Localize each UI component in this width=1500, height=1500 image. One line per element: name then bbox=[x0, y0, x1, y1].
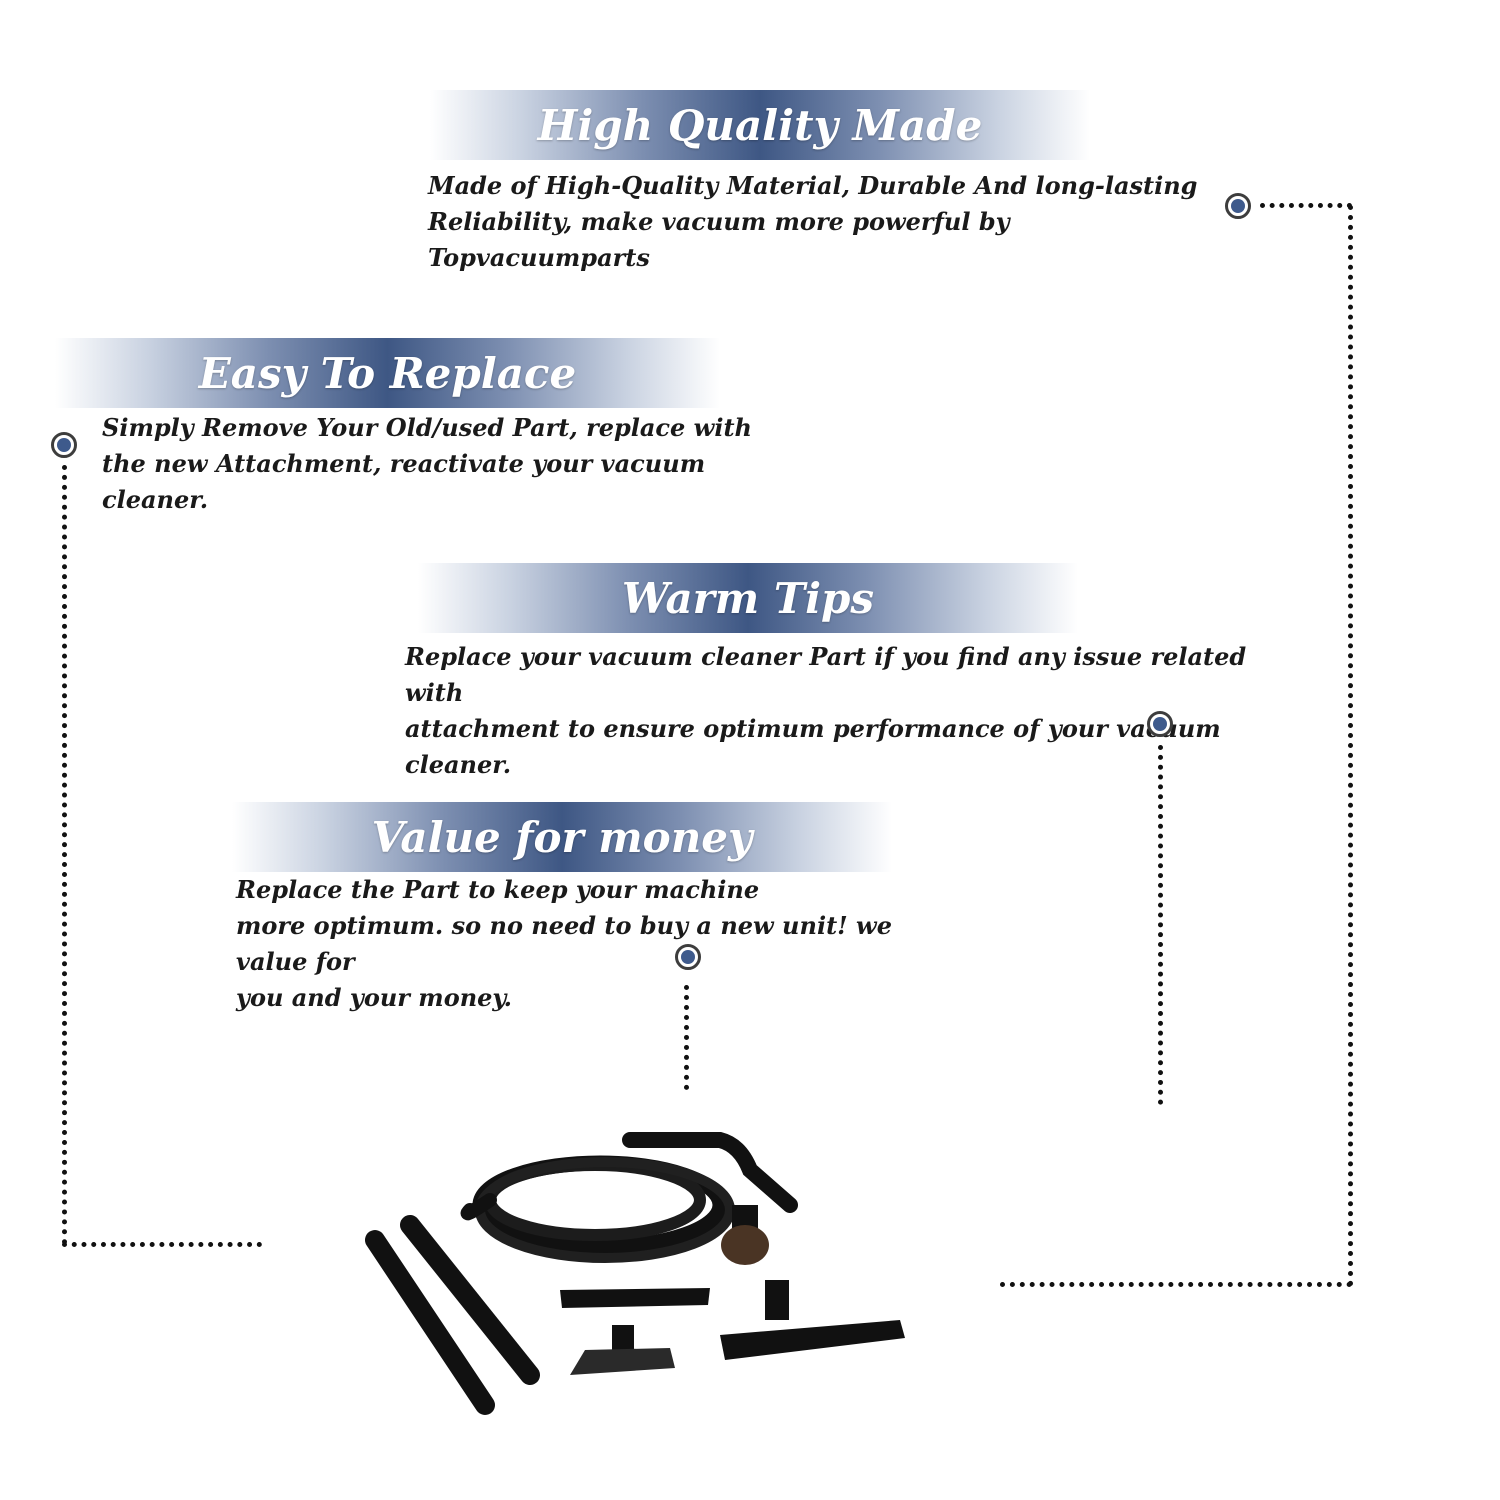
banner-warm-tips: Warm Tips bbox=[418, 563, 1078, 633]
marker-icon bbox=[1225, 193, 1251, 219]
marker-icon bbox=[51, 432, 77, 458]
connector-line bbox=[1260, 203, 1352, 213]
section-title: High Quality Made bbox=[537, 100, 983, 150]
marker-icon bbox=[675, 944, 701, 970]
connector-line bbox=[62, 1242, 262, 1252]
marker-icon bbox=[1147, 711, 1173, 737]
section-description: Replace your vacuum cleaner Part if you … bbox=[405, 642, 1247, 779]
banner-high-quality: High Quality Made bbox=[430, 90, 1090, 160]
connector-line bbox=[62, 465, 72, 1245]
banner-easy-replace: Easy To Replace bbox=[55, 338, 720, 408]
connector-line bbox=[1348, 205, 1358, 1287]
connector-line bbox=[684, 985, 694, 1090]
section-description: Simply Remove Your Old/used Part, replac… bbox=[102, 413, 752, 514]
section-title: Value for money bbox=[371, 812, 753, 862]
section-title: Easy To Replace bbox=[198, 348, 577, 398]
banner-value-money: Value for money bbox=[232, 802, 892, 872]
section-description: Replace the Part to keep your machine mo… bbox=[236, 875, 892, 1012]
connector-line bbox=[1000, 1282, 1352, 1292]
product-image bbox=[365, 1132, 905, 1415]
connector-line bbox=[1158, 745, 1168, 1105]
section-title: Warm Tips bbox=[621, 573, 875, 623]
section-description: Made of High-Quality Material, Durable A… bbox=[428, 171, 1198, 272]
